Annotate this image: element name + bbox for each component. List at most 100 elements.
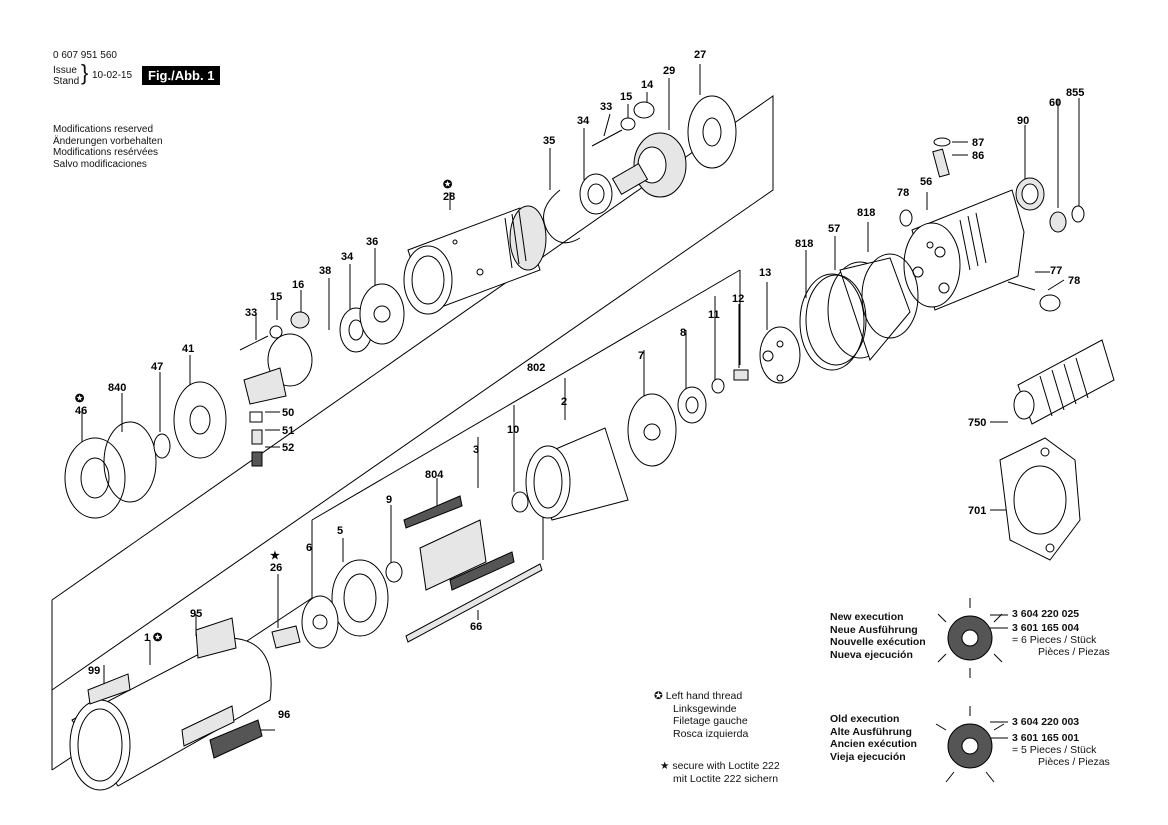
stand-label: Stand	[53, 76, 80, 87]
modifications-line: Änderungen vorbehalten	[53, 135, 163, 147]
issue-date: 10-02-15	[92, 70, 133, 81]
legend-line: Filetage gauche	[673, 715, 748, 727]
left-assembly-parts	[64, 283, 405, 519]
part-label: 7	[638, 350, 644, 362]
issue-label: Issue	[53, 65, 77, 76]
legend-line: Neue Ausführung	[830, 623, 918, 636]
part-label: 77	[1050, 265, 1062, 277]
modifications-line: Modifications reserved	[53, 124, 154, 135]
left-hand-thread-icon: ✪	[152, 632, 163, 644]
old-execution-part-b: 3 601 165 001	[1012, 732, 1080, 744]
part-label: 2	[561, 396, 567, 408]
new-execution-pieces: = 6 Pieces / Stück	[1012, 634, 1097, 646]
part-label: 96	[278, 709, 290, 721]
part-label: 35	[543, 135, 555, 147]
part-label: 9	[386, 494, 392, 506]
part-label: 60	[1049, 97, 1061, 109]
part-label: 14	[641, 79, 654, 91]
cylinder-rotor-assembly	[271, 369, 749, 649]
part-label: 51	[282, 425, 294, 437]
part-label: 90	[1017, 115, 1029, 127]
part-label: 34	[577, 115, 590, 127]
left-hand-thread-icon: ✪	[654, 690, 663, 702]
part-label: 855	[1066, 87, 1084, 99]
part-label: 10	[507, 424, 519, 436]
loctite-legend: ★ secure with Loctite 222 mit Loctite 22…	[660, 760, 780, 785]
part-label: 38	[319, 265, 331, 277]
part-label: 12	[732, 293, 744, 305]
part-label: 27	[694, 49, 706, 61]
legend-line: secure with Loctite 222	[672, 760, 780, 772]
part-label: 818	[857, 207, 875, 219]
part-label: 5	[337, 525, 343, 537]
symbol-markers: ✪ ✪ ✪ ★	[74, 179, 453, 644]
part-label: 840	[108, 382, 126, 394]
part-label: 1	[144, 632, 150, 644]
part-label: 87	[972, 137, 984, 149]
old-execution-titles: Old execution Alte Ausführung Ancien exé…	[830, 713, 917, 763]
part-label: 56	[920, 176, 932, 188]
part-label: 36	[366, 236, 378, 248]
part-number: 0 607 951 560	[53, 50, 117, 61]
legend-line: Ancien exécution	[830, 738, 917, 750]
modifications-note: Modifications reserved Änderungen vorbeh…	[53, 124, 163, 170]
part-label: 78	[1068, 275, 1080, 287]
ring-gear-housing-28	[403, 205, 547, 315]
part-label: 33	[245, 307, 257, 319]
part-label: 818	[795, 238, 813, 250]
old-execution-pieces: = 5 Pieces / Stück	[1012, 744, 1097, 756]
left-hand-thread-icon: ✪	[74, 393, 85, 405]
new-execution-sprocket	[937, 598, 1003, 678]
part-label: 41	[182, 343, 194, 355]
motor-housing-right	[899, 137, 1085, 311]
part-label: 26	[270, 562, 282, 574]
old-execution-part-a: 3 604 220 003	[1012, 716, 1080, 728]
legend-line: Vieja ejecución	[830, 750, 906, 763]
part-label: 8	[680, 327, 686, 339]
legend-line: Linksgewinde	[673, 702, 737, 715]
part-label: 95	[190, 608, 202, 620]
figure-label: Fig./Abb. 1	[142, 66, 221, 85]
new-execution-titles: New execution Neue Ausführung Nouvelle e…	[830, 611, 926, 661]
old-execution-pieces-es: Pièces / Piezas	[1038, 756, 1110, 768]
legend-line: Old execution	[830, 713, 900, 725]
part-label: 750	[968, 417, 986, 429]
part-label: 47	[151, 361, 163, 373]
part-label: 804	[425, 469, 444, 481]
part-label: 66	[470, 621, 482, 633]
new-execution-part-b: 3 601 165 004	[1012, 622, 1080, 634]
part-label: 46	[75, 405, 87, 417]
part-label: 99	[88, 665, 100, 677]
modifications-line: Modifications resérvées	[53, 147, 159, 158]
legend-line: mit Loctite 222 sichern	[673, 772, 779, 785]
legend-line: Nouvelle exécution	[830, 636, 926, 648]
muffler-rings	[759, 253, 1061, 384]
part-label: 86	[972, 150, 984, 162]
brace-glyph: }	[81, 60, 89, 85]
part-label: 29	[663, 65, 675, 77]
left-hand-thread-legend: ✪ Left hand thread Linksgewinde Filetage…	[654, 690, 748, 740]
silencer-750-701	[999, 339, 1115, 561]
legend-line: New execution	[830, 611, 904, 623]
part-label: 50	[282, 407, 294, 419]
legend-line: Nueva ejecución	[830, 648, 913, 661]
part-label: 15	[620, 91, 632, 103]
part-label: 6	[306, 542, 312, 554]
part-label: 802	[527, 362, 545, 374]
loctite-star-icon: ★	[270, 550, 280, 562]
part-label: 16	[292, 279, 304, 291]
part-label: 78	[897, 187, 909, 199]
legend-line: Alte Ausführung	[830, 725, 912, 738]
part-label: 15	[270, 291, 282, 303]
modifications-line: Salvo modificaciones	[53, 158, 147, 170]
new-execution-part-a: 3 604 220 025	[1012, 608, 1080, 620]
part-number-labels: 27 29 14 15 33 34 35 28 60 855 90 87 86 …	[75, 49, 1084, 721]
part-label: 52	[282, 442, 294, 454]
part-label: 57	[828, 223, 840, 235]
part-label: 33	[600, 101, 612, 113]
part-label: 13	[759, 267, 771, 279]
motor-casing-1	[69, 617, 272, 791]
legend-line: Left hand thread	[665, 690, 743, 702]
